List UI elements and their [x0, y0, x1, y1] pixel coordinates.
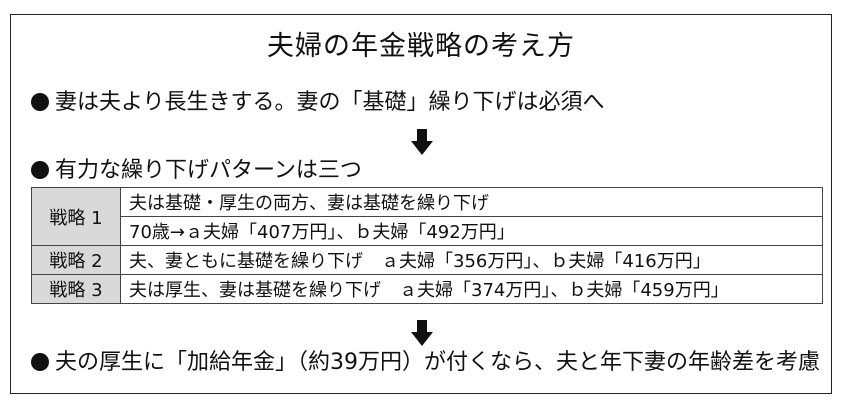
point-1-text: 妻は夫より長生きする。妻の「基礎」繰り下げは必須へ: [55, 90, 605, 115]
strategy-detail: 夫は厚生、妻は基礎を繰り下げ ａ夫婦「374万円」、ｂ夫婦「459万円」: [120, 274, 823, 304]
table-row: 70歳→ａ夫婦「407万円」、ｂ夫婦「492万円」: [32, 216, 823, 246]
info-box: 夫婦の年金戦略の考え方 妻は夫より長生きする。妻の「基礎」繰り下げは必須へ 有力…: [10, 14, 832, 394]
strategy-detail: 夫は基礎・厚生の両方、妻は基礎を繰り下げ: [120, 187, 823, 217]
down-arrow-icon: [411, 129, 433, 155]
page-title: 夫婦の年金戦略の考え方: [267, 31, 575, 62]
bullet-dot-icon: [31, 161, 49, 179]
strategy-name: 戦略 1: [31, 187, 121, 246]
bullet-dot-icon: [31, 93, 49, 111]
table-row: 戦略 1 夫は基礎・厚生の両方、妻は基礎を繰り下げ: [31, 187, 823, 246]
point-1: 妻は夫より長生きする。妻の「基礎」繰り下げは必須へ: [31, 88, 605, 118]
strategy-table: 戦略 1 夫は基礎・厚生の両方、妻は基礎を繰り下げ 70歳→ａ夫婦「407万円」…: [31, 187, 823, 304]
down-arrow-icon: [411, 320, 433, 346]
point-2-text: 有力な繰り下げパターンは三つ: [55, 158, 362, 183]
point-3: 夫の厚生に「加給年金」（約39万円）が付くなら、夫と年下妻の年齢差を考慮: [31, 348, 820, 378]
point-3-text: 夫の厚生に「加給年金」（約39万円）が付くなら、夫と年下妻の年齢差を考慮: [55, 350, 820, 375]
strategy-detail: 夫、妻ともに基礎を繰り下げ ａ夫婦「356万円」、ｂ夫婦「416万円」: [120, 245, 823, 275]
table-row: 戦略 2 夫、妻ともに基礎を繰り下げ ａ夫婦「356万円」、ｂ夫婦「416万円」: [31, 245, 823, 275]
bullet-dot-icon: [31, 353, 49, 371]
strategy-detail: 70歳→ａ夫婦「407万円」、ｂ夫婦「492万円」: [120, 216, 823, 246]
strategy-name: 戦略 2: [31, 245, 121, 275]
point-2: 有力な繰り下げパターンは三つ: [31, 156, 362, 186]
table-row: 戦略 3 夫は厚生、妻は基礎を繰り下げ ａ夫婦「374万円」、ｂ夫婦「459万円…: [31, 274, 823, 304]
strategy-name: 戦略 3: [31, 274, 121, 304]
